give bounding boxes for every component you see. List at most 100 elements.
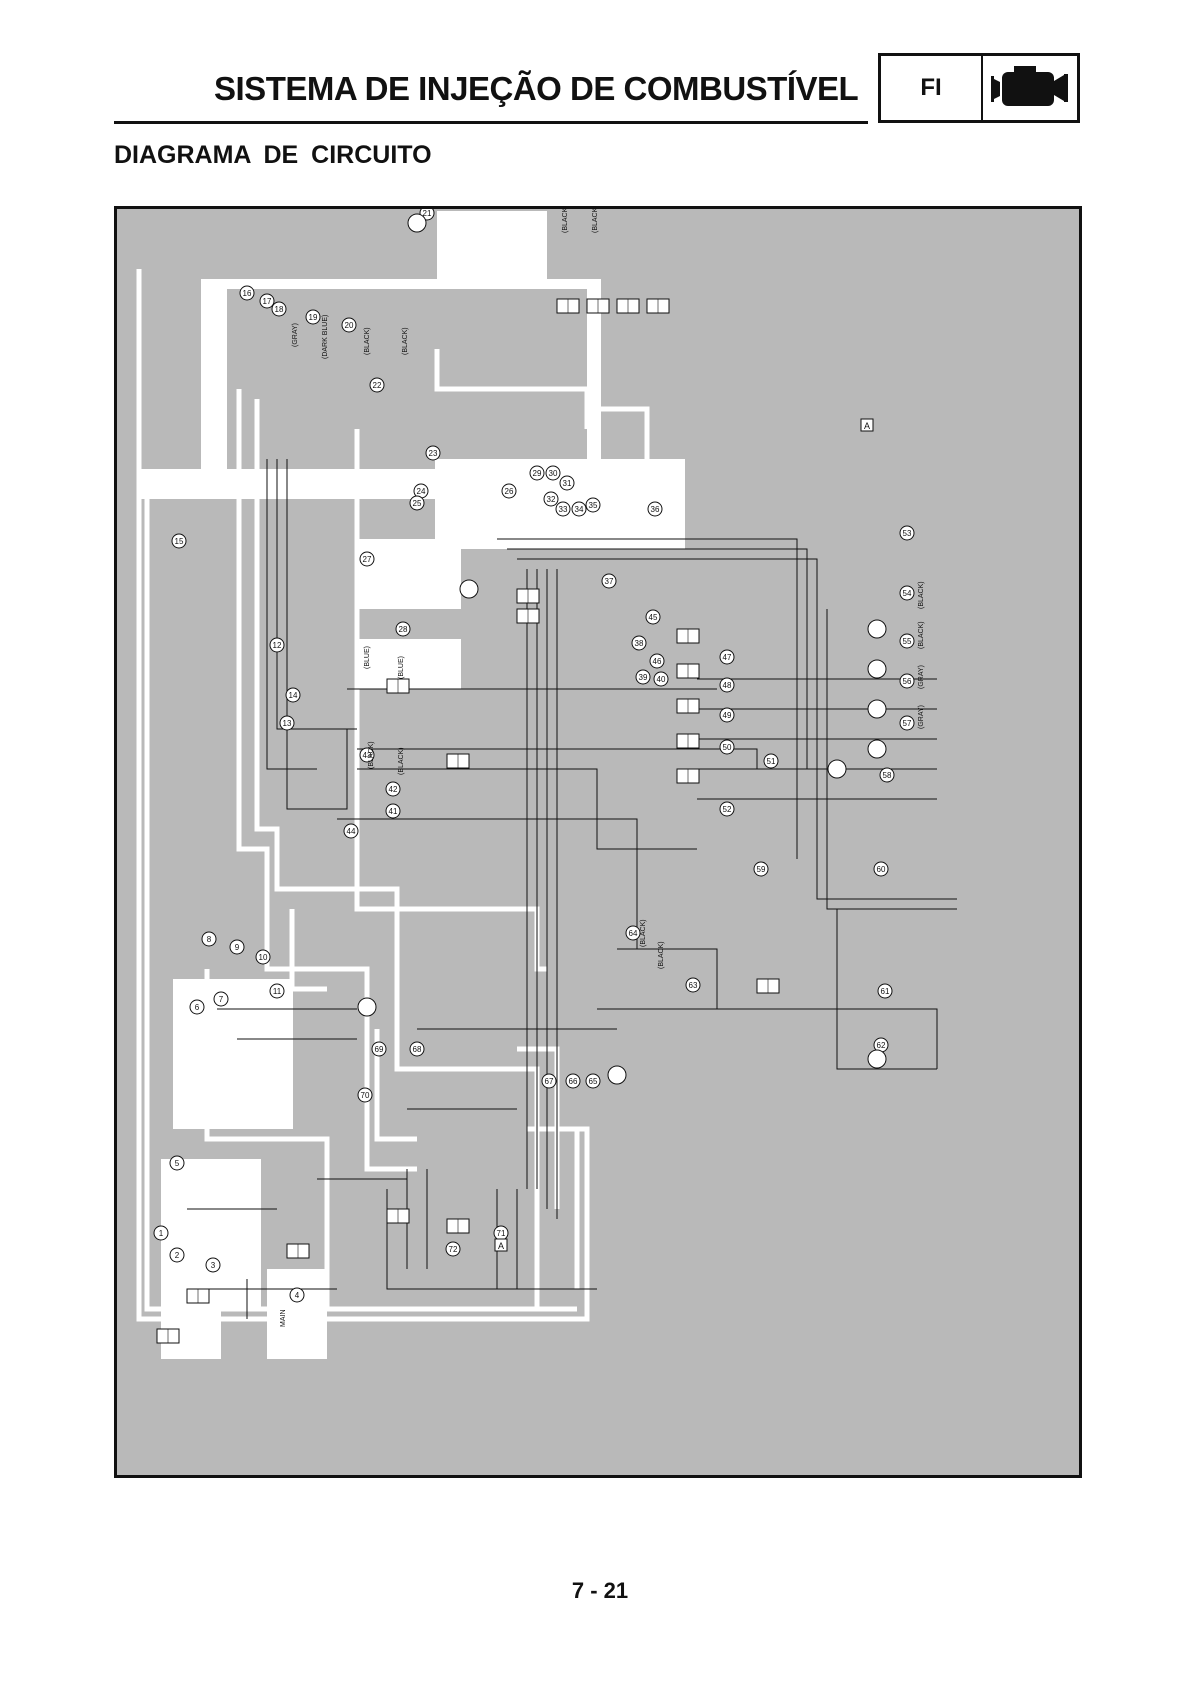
callout-circle xyxy=(899,525,915,541)
wire-color-label: (BLACK) xyxy=(918,621,925,649)
callout-number: 67 xyxy=(545,1077,554,1086)
wire-color-label: (BLACK) xyxy=(402,327,409,355)
callout-circle xyxy=(271,301,287,317)
callout-number: 27 xyxy=(363,555,372,564)
callout-number: 55 xyxy=(903,637,912,646)
callout-number: 61 xyxy=(881,987,890,996)
callout-number: 60 xyxy=(877,865,886,874)
wire-color-label: (GRAY) xyxy=(918,665,925,689)
callout-circle xyxy=(357,1087,373,1103)
callout-circle xyxy=(229,939,245,955)
callout-number: 45 xyxy=(649,613,658,622)
callout-circle xyxy=(571,501,587,517)
callout-circle xyxy=(719,649,735,665)
callout-number: 66 xyxy=(569,1077,578,1086)
sensor-symbol xyxy=(357,997,377,1017)
callout-number: 52 xyxy=(723,805,732,814)
callout-circle xyxy=(529,465,545,481)
callout-number: 56 xyxy=(903,677,912,686)
callout-circle xyxy=(409,1041,425,1057)
callout-circle xyxy=(343,823,359,839)
callout-number: 15 xyxy=(175,537,184,546)
callout-circle xyxy=(879,767,895,783)
callout-number: 22 xyxy=(373,381,382,390)
callout-number: 70 xyxy=(361,1091,370,1100)
callout-circle xyxy=(631,635,647,651)
wire-color-label: (GRAY) xyxy=(918,705,925,729)
callout-number: 36 xyxy=(651,505,660,514)
callout-circle xyxy=(205,1257,221,1273)
callout-number: 8 xyxy=(207,935,212,944)
wire-color-label: (DARK BLUE) xyxy=(322,315,329,359)
callout-number: 44 xyxy=(347,827,356,836)
sensor-symbol xyxy=(867,699,887,719)
callout-number: 39 xyxy=(639,673,648,682)
section-badge: FI xyxy=(878,53,1080,123)
callout-circle xyxy=(371,1041,387,1057)
callout-circle xyxy=(719,801,735,817)
callout-number: 12 xyxy=(273,641,282,650)
callout-number: 10 xyxy=(259,953,268,962)
callout-circle xyxy=(395,621,411,637)
callout-number: 16 xyxy=(243,289,252,298)
callout-number: 2 xyxy=(175,1251,180,1260)
callout-number: 35 xyxy=(589,501,598,510)
callout-circle xyxy=(647,501,663,517)
callout-number: 46 xyxy=(653,657,662,666)
callout-number: 11 xyxy=(273,987,282,996)
callout-circle xyxy=(279,715,295,731)
callout-circle xyxy=(545,465,561,481)
callout-circle xyxy=(685,977,701,993)
callout-number: 47 xyxy=(723,653,732,662)
callout-number: 50 xyxy=(723,743,732,752)
callout-number: 23 xyxy=(429,449,438,458)
callout-circle xyxy=(169,1247,185,1263)
callout-number: 13 xyxy=(283,719,292,728)
sensor-symbol xyxy=(459,579,479,599)
callout-circle xyxy=(171,533,187,549)
callout-number: 58 xyxy=(883,771,892,780)
callout-circle xyxy=(501,483,517,499)
callout-circle xyxy=(541,1073,557,1089)
circuit-diagram-svg: 1234567891011121314151617181920212223242… xyxy=(117,209,1079,1475)
callout-circle xyxy=(899,715,915,731)
callout-number: 37 xyxy=(605,577,614,586)
callout-circle xyxy=(635,669,651,685)
callout-circle xyxy=(555,501,571,517)
callout-circle xyxy=(359,747,375,763)
callout-circle xyxy=(625,925,641,941)
callout-circle xyxy=(585,1073,601,1089)
callout-number: 40 xyxy=(657,675,666,684)
callout-number: 19 xyxy=(309,313,318,322)
callout-number: 57 xyxy=(903,719,912,728)
callout-circle xyxy=(543,491,559,507)
callout-number: 68 xyxy=(413,1045,422,1054)
callout-circle xyxy=(719,739,735,755)
wire-color-label: (BLUE) xyxy=(364,646,371,669)
callout-circle xyxy=(239,285,255,301)
wire-color-label: (BLACK) xyxy=(368,741,375,769)
callout-number: 4 xyxy=(295,1291,300,1300)
callout-number: 21 xyxy=(423,209,432,218)
callout-number: 34 xyxy=(575,505,584,514)
callout-circle xyxy=(153,1225,169,1241)
callout-number: 20 xyxy=(345,321,354,330)
callout-number: 1 xyxy=(159,1229,164,1238)
callout-number: 17 xyxy=(263,297,272,306)
callout-circle xyxy=(645,609,661,625)
callout-number: 71 xyxy=(497,1229,506,1238)
callout-circle xyxy=(369,377,385,393)
callout-circle xyxy=(719,677,735,693)
callout-number: 25 xyxy=(413,499,422,508)
sensor-symbol xyxy=(867,619,887,639)
callout-circle xyxy=(877,983,893,999)
callout-number: 33 xyxy=(559,505,568,514)
wire-color-label: (BLACK) xyxy=(364,327,371,355)
wire-color-label: (BLUE) xyxy=(398,656,405,679)
engine-icon xyxy=(983,56,1077,120)
callout-circle xyxy=(213,991,229,1007)
section-title: DIAGRAMA DE CIRCUITO xyxy=(114,141,432,169)
callout-circle xyxy=(201,931,217,947)
section-code: FI xyxy=(881,56,983,120)
callout-number: 41 xyxy=(389,807,398,816)
